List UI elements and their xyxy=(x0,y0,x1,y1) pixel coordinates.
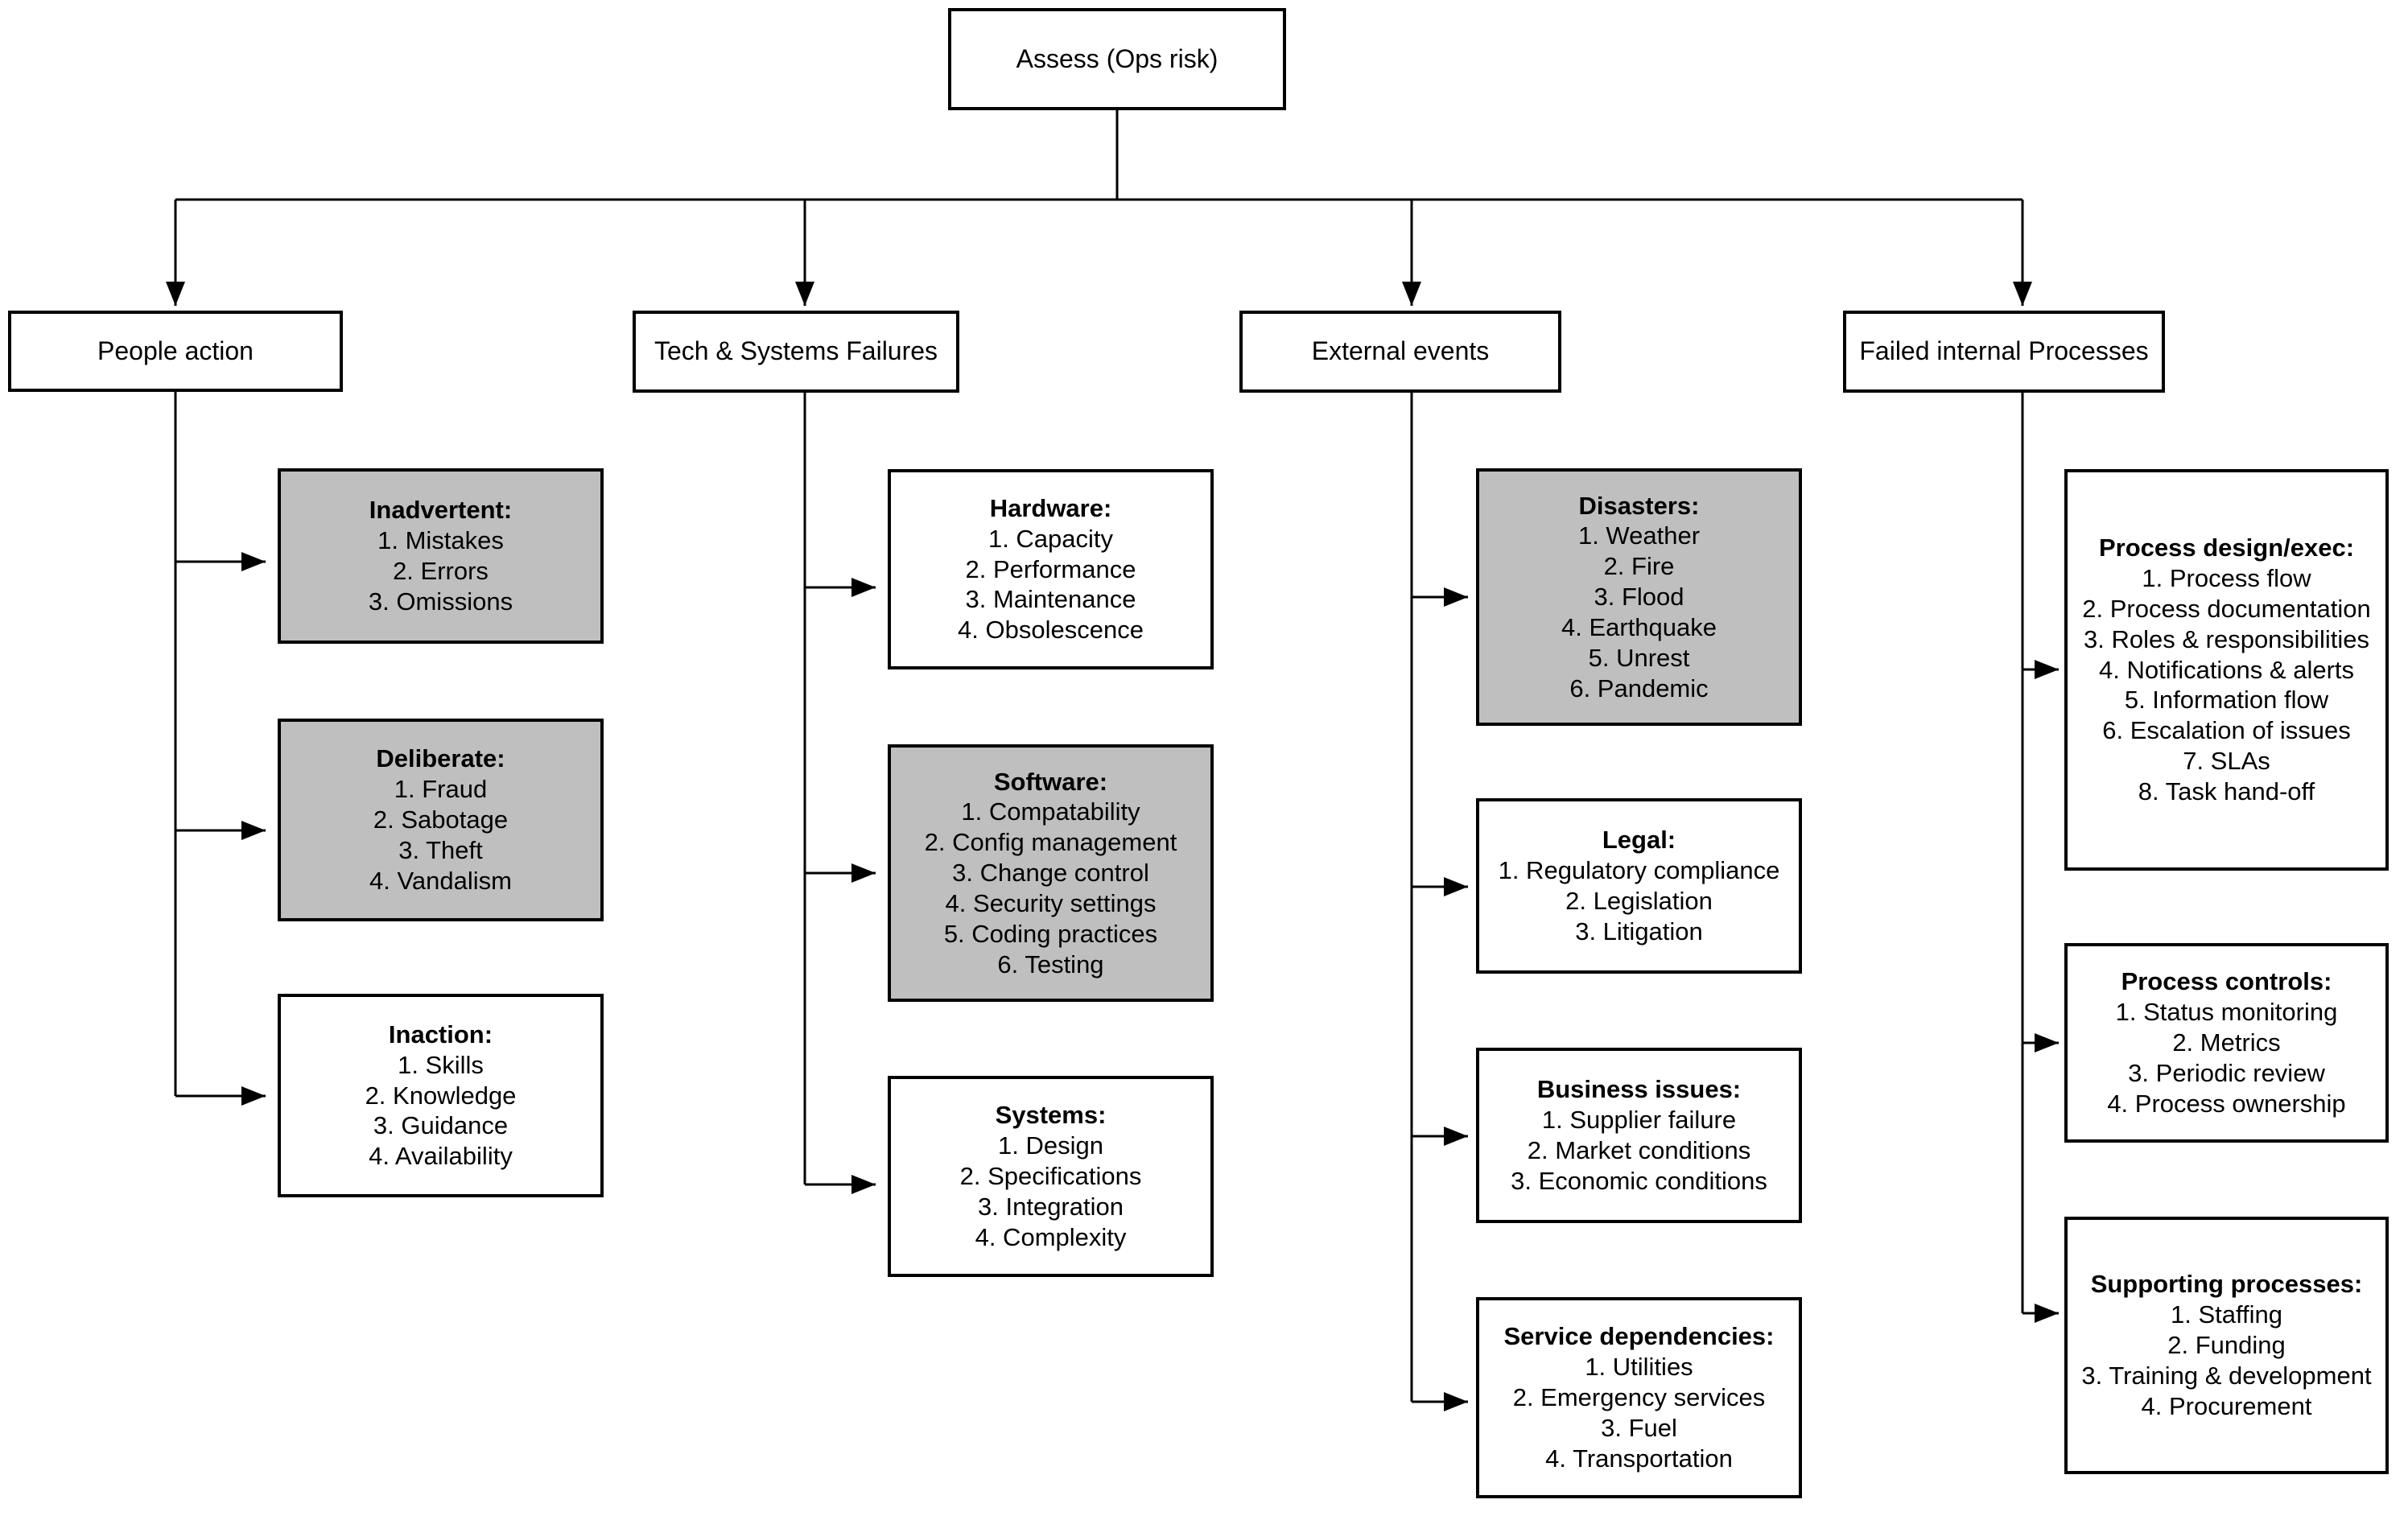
node-external-events[interactable]: External events xyxy=(1239,311,1561,393)
node-item: 6. Testing xyxy=(997,950,1104,978)
node-title: Disasters: xyxy=(1578,491,1700,520)
node-supporting-processes[interactable]: Supporting processes: 1. Staffing 2. Fun… xyxy=(2064,1217,2389,1474)
node-item: 1. Design xyxy=(998,1131,1103,1160)
node-item: 5. Coding practices xyxy=(943,919,1158,948)
node-item: 1. Weather xyxy=(1577,521,1701,550)
node-label: External events xyxy=(1311,336,1490,366)
node-title: Business issues: xyxy=(1536,1075,1742,1104)
node-item: 3. Roles & responsibilities xyxy=(2084,624,2369,653)
node-item: 3. Training & development xyxy=(2081,1361,2372,1390)
node-item: 3. Economic conditions xyxy=(1511,1166,1767,1195)
node-title: Systems: xyxy=(995,1101,1107,1130)
node-item: 4. Process ownership xyxy=(2107,1089,2346,1118)
node-item: 4. Security settings xyxy=(945,888,1157,917)
node-business-issues[interactable]: Business issues: 1. Supplier failure 2. … xyxy=(1476,1048,1802,1223)
node-item: 1. Status monitoring xyxy=(2115,998,2338,1027)
node-item: 8. Task hand-off xyxy=(2138,777,2315,805)
node-item: 1. Process flow xyxy=(2142,564,2311,593)
node-item: 1. Mistakes xyxy=(377,526,504,555)
node-item: 3. Theft xyxy=(398,835,483,864)
node-item: 3. Omissions xyxy=(368,587,513,616)
node-item: 4. Obsolescence xyxy=(958,616,1144,645)
node-item: 1. Fraud xyxy=(394,775,488,804)
node-title: Software: xyxy=(993,767,1108,796)
node-item: 4. Availability xyxy=(369,1142,513,1171)
node-item: 1. Compatability xyxy=(961,797,1140,826)
node-assess-ops-risk[interactable]: Assess (Ops risk) xyxy=(948,8,1286,110)
node-title: Inaction: xyxy=(388,1020,493,1048)
node-item: 1. Staffing xyxy=(2170,1300,2283,1329)
node-item: 6. Escalation of issues xyxy=(2102,716,2351,745)
node-item: 2. Legislation xyxy=(1565,887,1713,915)
node-item: 2. Funding xyxy=(2167,1331,2286,1360)
node-tech-systems-failures[interactable]: Tech & Systems Failures xyxy=(633,311,959,393)
node-failed-internal-processes[interactable]: Failed internal Processes xyxy=(1843,311,2165,393)
node-item: 2. Config management xyxy=(924,828,1177,857)
node-title: Process controls: xyxy=(2121,967,2332,996)
node-item: 4. Transportation xyxy=(1545,1444,1733,1473)
node-process-design-exec[interactable]: Process design/exec: 1. Process flow 2. … xyxy=(2064,469,2389,871)
node-item: 1. Supplier failure xyxy=(1541,1106,1737,1135)
node-title: Hardware: xyxy=(989,493,1112,522)
node-process-controls[interactable]: Process controls: 1. Status monitoring 2… xyxy=(2064,943,2389,1143)
node-title: Legal: xyxy=(1602,826,1676,855)
node-item: 4. Vandalism xyxy=(369,866,512,895)
node-item: 1. Capacity xyxy=(988,524,1114,553)
node-hardware[interactable]: Hardware: 1. Capacity 2. Performance 3. … xyxy=(888,469,1214,669)
node-item: 3. Litigation xyxy=(1575,917,1703,945)
node-title: Inadvertent: xyxy=(369,496,513,525)
node-item: 3. Flood xyxy=(1594,583,1684,612)
node-item: 2. Performance xyxy=(965,554,1136,583)
node-label: Failed internal Processes xyxy=(1859,336,2149,366)
node-item: 4. Complexity xyxy=(975,1222,1127,1251)
node-item: 4. Procurement xyxy=(2141,1391,2312,1420)
node-item: 4. Earthquake xyxy=(1561,612,1717,641)
node-people-action[interactable]: People action xyxy=(8,311,343,392)
node-item: 3. Guidance xyxy=(373,1111,509,1140)
node-title: Supporting processes: xyxy=(2090,1270,2363,1299)
node-item: 2. Sabotage xyxy=(373,805,509,834)
node-item: 3. Integration xyxy=(978,1192,1124,1221)
node-label: Tech & Systems Failures xyxy=(654,336,938,366)
node-item: 7. SLAs xyxy=(2183,747,2270,776)
node-item: 2. Market conditions xyxy=(1527,1136,1751,1164)
node-item: 3. Maintenance xyxy=(965,585,1136,614)
node-disasters[interactable]: Disasters: 1. Weather 2. Fire 3. Flood 4… xyxy=(1476,468,1802,726)
node-item: 1. Regulatory compliance xyxy=(1498,856,1780,885)
node-software[interactable]: Software: 1. Compatability 2. Config man… xyxy=(888,744,1214,1002)
node-item: 2. Knowledge xyxy=(365,1081,517,1110)
node-item: 1. Skills xyxy=(398,1050,484,1079)
node-label: People action xyxy=(97,336,254,365)
node-item: 2. Process documentation xyxy=(2082,594,2371,623)
node-item: 3. Fuel xyxy=(1601,1413,1677,1442)
node-item: 3. Periodic review xyxy=(2128,1058,2325,1087)
node-deliberate[interactable]: Deliberate: 1. Fraud 2. Sabotage 3. Thef… xyxy=(278,719,604,921)
node-title: Deliberate: xyxy=(376,744,505,773)
node-title: Service dependencies: xyxy=(1503,1322,1775,1351)
node-item: 2. Errors xyxy=(393,557,489,585)
node-inadvertent[interactable]: Inadvertent: 1. Mistakes 2. Errors 3. Om… xyxy=(278,468,604,644)
node-item: 1. Utilities xyxy=(1585,1353,1693,1382)
node-item: 2. Emergency services xyxy=(1512,1383,1766,1412)
node-item: 2. Metrics xyxy=(2172,1028,2281,1057)
node-systems[interactable]: Systems: 1. Design 2. Specifications 3. … xyxy=(888,1076,1214,1277)
node-service-dependencies[interactable]: Service dependencies: 1. Utilities 2. Em… xyxy=(1476,1297,1802,1498)
node-item: 5. Unrest xyxy=(1588,643,1690,672)
node-item: 5. Information flow xyxy=(2124,686,2329,715)
node-item: 3. Change control xyxy=(952,859,1149,888)
node-label: Assess (Ops risk) xyxy=(1016,43,1218,73)
node-inaction[interactable]: Inaction: 1. Skills 2. Knowledge 3. Guid… xyxy=(278,994,604,1197)
node-item: 6. Pandemic xyxy=(1569,674,1709,702)
node-title: Process design/exec: xyxy=(2098,533,2355,562)
node-item: 2. Specifications xyxy=(959,1162,1142,1191)
node-item: 4. Notifications & alerts xyxy=(2098,655,2355,684)
node-legal[interactable]: Legal: 1. Regulatory compliance 2. Legis… xyxy=(1476,798,1802,974)
node-item: 2. Fire xyxy=(1603,552,1675,581)
